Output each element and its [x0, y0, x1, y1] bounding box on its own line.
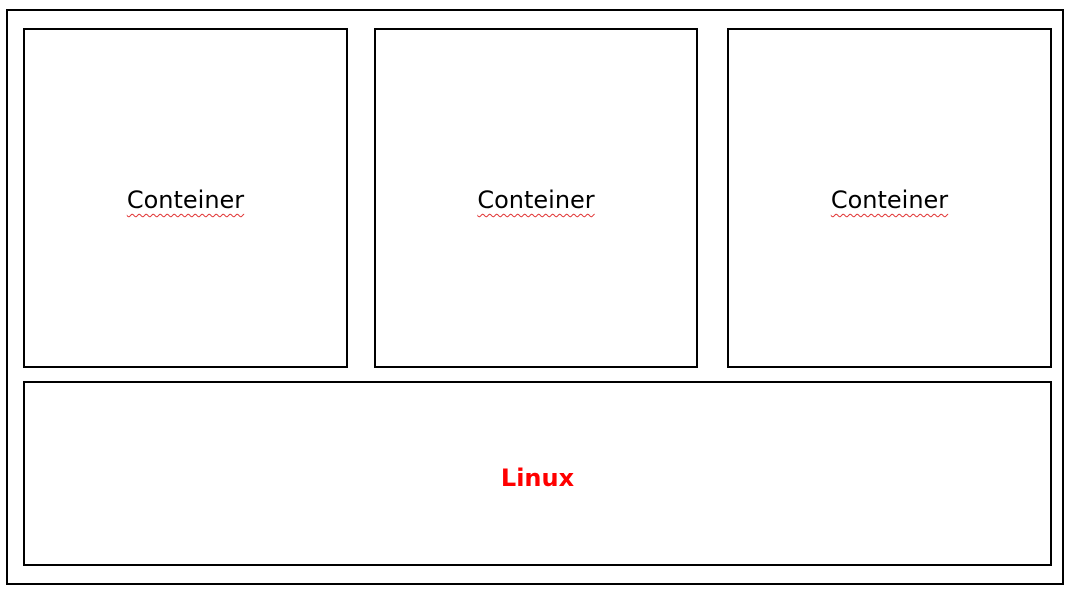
linux-host-box: Linux — [23, 381, 1052, 566]
container-label-3: Conteiner — [830, 186, 949, 214]
diagram-frame — [6, 9, 1064, 585]
container-label-2: Conteiner — [477, 186, 595, 214]
container-label-1: Conteiner — [126, 186, 245, 214]
linux-label: Linux — [500, 463, 575, 492]
container-box-3: Conteiner — [727, 28, 1052, 368]
container-box-2: Conteiner — [374, 28, 698, 368]
container-box-1: Conteiner — [23, 28, 348, 368]
